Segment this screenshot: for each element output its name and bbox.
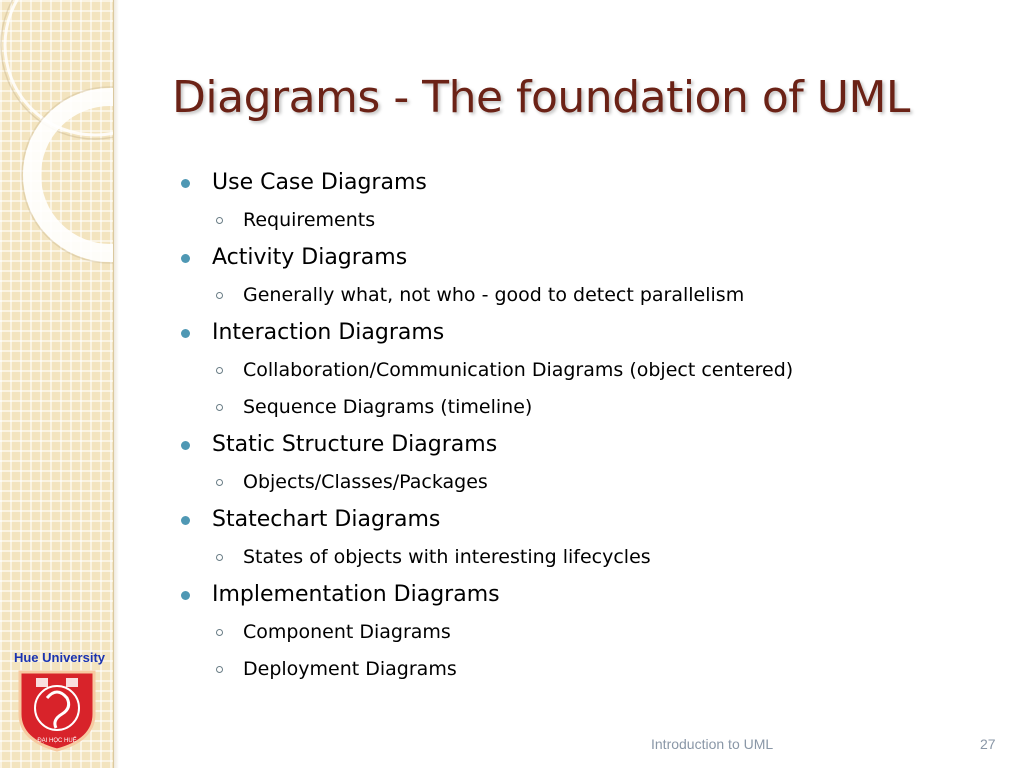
bullet-dot-icon	[181, 516, 190, 525]
bullet-text: Interaction Diagrams	[212, 320, 445, 345]
sub-bullet-item: Component Diagrams	[180, 615, 980, 652]
footer-title: Introduction to UML	[651, 736, 774, 752]
sub-bullet-item: States of objects with interesting lifec…	[180, 540, 980, 577]
sub-bullet-item: Deployment Diagrams	[180, 652, 980, 689]
sub-bullet-text: States of objects with interesting lifec…	[243, 546, 651, 568]
sub-bullet-ring-icon	[216, 629, 223, 636]
sub-bullet-text: Generally what, not who - good to detect…	[243, 284, 745, 306]
decorative-sidebar	[0, 0, 114, 768]
sub-bullet-ring-icon	[216, 666, 223, 673]
sub-bullet-text: Requirements	[243, 209, 376, 231]
sub-bullet-item: Requirements	[180, 203, 980, 240]
bullet-item: Statechart Diagrams	[180, 502, 980, 540]
bullet-dot-icon	[181, 591, 190, 600]
sub-bullet-ring-icon	[216, 292, 223, 299]
sub-bullet-item: Generally what, not who - good to detect…	[180, 278, 980, 315]
bullet-dot-icon	[181, 179, 190, 188]
sub-bullet-text: Deployment Diagrams	[243, 658, 457, 680]
bullet-item: Activity Diagrams	[180, 240, 980, 278]
bullet-item: Implementation Diagrams	[180, 577, 980, 615]
bullet-dot-icon	[181, 329, 190, 338]
sub-bullet-ring-icon	[216, 554, 223, 561]
bullet-item: Interaction Diagrams	[180, 315, 980, 353]
sub-bullet-text: Component Diagrams	[243, 621, 451, 643]
slide-title: Diagrams - The foundation of UML	[172, 72, 910, 123]
sub-bullet-text: Sequence Diagrams (timeline)	[243, 396, 533, 418]
page-number: 27	[980, 736, 996, 752]
sub-bullet-text: Collaboration/Communication Diagrams (ob…	[243, 359, 794, 381]
bullet-item: Use Case Diagrams	[180, 165, 980, 203]
hue-university-logo: ĐẠI HỌC HUẾ	[18, 670, 96, 752]
sub-bullet-item: Collaboration/Communication Diagrams (ob…	[180, 353, 980, 390]
logo-label: Hue University	[13, 650, 106, 665]
sub-bullet-text: Objects/Classes/Packages	[243, 471, 488, 493]
sub-bullet-ring-icon	[216, 367, 223, 374]
decorative-circles	[0, 0, 113, 264]
sidebar-shadow	[113, 0, 119, 768]
logo-emblem-text: ĐẠI HỌC HUẾ	[37, 737, 76, 744]
sub-bullet-ring-icon	[216, 404, 223, 411]
bullet-dot-icon	[181, 441, 190, 450]
bullet-text: Use Case Diagrams	[212, 170, 427, 195]
bullet-text: Static Structure Diagrams	[212, 432, 498, 457]
bullet-text: Activity Diagrams	[212, 245, 408, 270]
bullet-text: Statechart Diagrams	[212, 507, 441, 532]
sub-bullet-ring-icon	[216, 217, 223, 224]
sub-bullet-item: Objects/Classes/Packages	[180, 465, 980, 502]
bullet-dot-icon	[181, 254, 190, 263]
bullet-text: Implementation Diagrams	[212, 582, 500, 607]
sub-bullet-ring-icon	[216, 479, 223, 486]
bullet-item: Static Structure Diagrams	[180, 427, 980, 465]
sub-bullet-item: Sequence Diagrams (timeline)	[180, 390, 980, 427]
